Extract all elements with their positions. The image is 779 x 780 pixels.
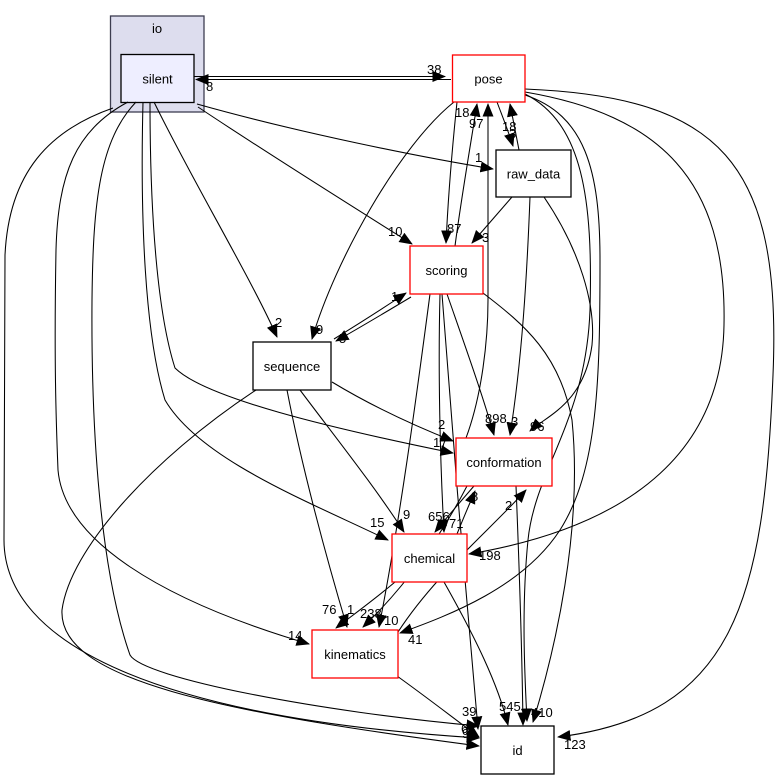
svg-text:198: 198 [479, 548, 501, 563]
svg-text:9: 9 [316, 322, 323, 337]
svg-text:silent: silent [142, 72, 173, 87]
svg-text:3: 3 [509, 126, 516, 141]
svg-text:8: 8 [206, 79, 213, 94]
svg-text:10: 10 [388, 224, 402, 239]
svg-text:pose: pose [474, 72, 502, 87]
svg-text:14: 14 [288, 628, 302, 643]
svg-text:id: id [512, 743, 522, 758]
svg-text:9: 9 [462, 726, 469, 741]
svg-text:2: 2 [438, 417, 445, 432]
svg-text:6: 6 [461, 721, 468, 736]
svg-text:410: 410 [531, 705, 553, 720]
svg-text:38: 38 [427, 62, 441, 77]
svg-text:2: 2 [505, 498, 512, 513]
svg-text:97: 97 [469, 116, 483, 131]
svg-text:sequence: sequence [264, 359, 320, 374]
svg-text:96: 96 [530, 419, 544, 434]
svg-text:3: 3 [482, 230, 489, 245]
svg-text:15: 15 [370, 515, 384, 530]
svg-text:raw_data: raw_data [507, 167, 561, 182]
svg-text:conformation: conformation [466, 455, 541, 470]
svg-text:41: 41 [408, 632, 422, 647]
svg-text:76: 76 [322, 602, 336, 617]
svg-text:71: 71 [449, 516, 463, 531]
svg-text:10: 10 [384, 613, 398, 628]
svg-text:17: 17 [433, 435, 447, 450]
svg-text:238: 238 [360, 606, 382, 621]
svg-text:39: 39 [462, 704, 476, 719]
svg-text:5: 5 [339, 331, 346, 346]
svg-text:898: 898 [485, 411, 507, 426]
svg-text:9: 9 [403, 507, 410, 522]
svg-text:545: 545 [499, 699, 521, 714]
svg-text:scoring: scoring [426, 263, 468, 278]
svg-text:1: 1 [347, 602, 354, 617]
svg-text:1: 1 [475, 150, 482, 165]
svg-text:io: io [152, 21, 162, 36]
svg-text:18: 18 [455, 105, 469, 120]
svg-text:3: 3 [511, 414, 518, 429]
svg-text:18: 18 [502, 119, 516, 134]
svg-text:8: 8 [471, 489, 478, 504]
svg-text:656: 656 [428, 509, 450, 524]
svg-text:2: 2 [275, 315, 282, 330]
svg-text:123: 123 [564, 737, 586, 752]
svg-text:chemical: chemical [404, 551, 455, 566]
svg-text:kinematics: kinematics [324, 647, 386, 662]
svg-text:1: 1 [391, 289, 398, 304]
svg-text:87: 87 [447, 221, 461, 236]
